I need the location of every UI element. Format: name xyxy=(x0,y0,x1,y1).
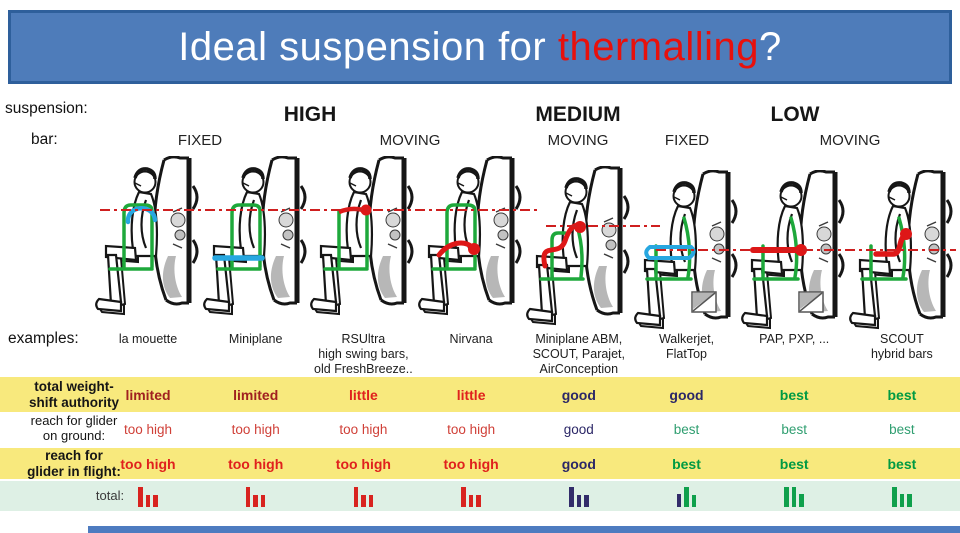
rating-cell: too high xyxy=(443,455,499,472)
example-label-6: Walkerjet, FlatTop xyxy=(658,332,715,361)
bar-label: bar: xyxy=(31,131,58,148)
rating-bars-icon xyxy=(741,481,847,511)
table-row-4: total: xyxy=(0,481,960,511)
pilot-illustration-4 xyxy=(417,155,524,332)
title-text: Ideal suspension for xyxy=(178,24,558,69)
rating-cell: limited xyxy=(233,386,279,403)
row-label: total: xyxy=(95,487,125,503)
example-label-5: Miniplane ABM, SCOUT, Parajet, AirConcep… xyxy=(532,332,625,376)
rating-cell: too high xyxy=(339,421,388,437)
rating-cell: little xyxy=(456,386,486,403)
pilot-illustration-2 xyxy=(202,155,309,332)
bar-type-label-1: MOVING xyxy=(379,132,441,149)
bottom-blue-strip xyxy=(88,526,960,533)
suspension-group-high: HIGH xyxy=(283,103,337,126)
table-row-2: reach for glider on ground: too high too h… xyxy=(0,412,960,446)
example-label-2: Miniplane xyxy=(228,332,283,346)
rating-cell: good xyxy=(669,386,704,403)
rating-cell: best xyxy=(673,421,700,437)
example-label-7: PAP, PXP, ... xyxy=(759,332,830,346)
rating-cell: good xyxy=(561,455,596,472)
bar-type-label-4: MOVING xyxy=(819,132,881,149)
rating-cell: best xyxy=(672,455,701,472)
row-label: reach for glider in flight: xyxy=(27,447,121,479)
example-label-8: SCOUT hybrid bars xyxy=(870,332,933,361)
rating-cell: too high xyxy=(228,455,284,472)
rating-bars-icon xyxy=(310,481,416,511)
rating-cell: best xyxy=(889,421,915,437)
pilot-illustration-7 xyxy=(740,169,847,346)
suspension-group-low: LOW xyxy=(770,103,820,126)
title-highlight: thermalling xyxy=(557,24,760,69)
example-label-3: RSUltra high swing bars, old FreshBreeze… xyxy=(314,332,413,376)
rating-cell: best xyxy=(779,386,809,403)
rating-cell: too high xyxy=(120,455,176,472)
row-label: reach for glider on ground: xyxy=(30,413,118,443)
pilot-illustration-6 xyxy=(633,169,740,346)
rating-cell: good xyxy=(563,421,594,437)
broken-image-icon xyxy=(690,291,717,318)
rating-cell: best xyxy=(887,455,917,472)
rating-bars-icon xyxy=(526,481,632,511)
title-question-mark: ? xyxy=(759,24,782,69)
rating-cell: best xyxy=(781,421,807,437)
broken-image-icon xyxy=(798,291,824,318)
bar-type-label-2: MOVING xyxy=(547,132,609,149)
slide-title-bar: Ideal suspension for thermalling? xyxy=(8,10,952,84)
suspension-label: suspension: xyxy=(5,100,88,117)
rating-bars-icon xyxy=(95,481,201,511)
example-label-1: la mouette xyxy=(118,332,178,346)
rating-cell: good xyxy=(561,386,596,403)
rating-bars-icon xyxy=(418,481,524,511)
rating-cell: too high xyxy=(447,421,496,437)
rating-cell: too high xyxy=(123,421,173,437)
example-label-4: Nirvana xyxy=(449,332,493,346)
rating-cell: little xyxy=(349,386,378,403)
bar-type-label-3: FIXED xyxy=(664,132,710,149)
pilot-illustration-8 xyxy=(848,169,955,346)
pilot-illustration-1 xyxy=(94,155,201,332)
rating-bars-icon xyxy=(634,481,740,511)
rating-cell: limited xyxy=(125,386,171,403)
examples-label: examples: xyxy=(8,330,79,347)
rating-cell: too high xyxy=(231,421,280,437)
suspension-group-medium: MEDIUM xyxy=(535,103,621,126)
pilot-illustration-3 xyxy=(309,155,416,332)
row-label: total weight- shift authority xyxy=(29,378,119,410)
rating-bars-icon xyxy=(203,481,309,511)
rating-cell: best xyxy=(887,386,917,403)
pilot-illustration-5 xyxy=(525,165,632,342)
bar-type-label-0: FIXED xyxy=(177,132,223,149)
rating-bars-icon xyxy=(849,481,955,511)
rating-cell: best xyxy=(779,455,809,472)
table-row-1: total weight- shift authority limited limi… xyxy=(0,377,960,412)
rating-cell: too high xyxy=(335,455,391,472)
